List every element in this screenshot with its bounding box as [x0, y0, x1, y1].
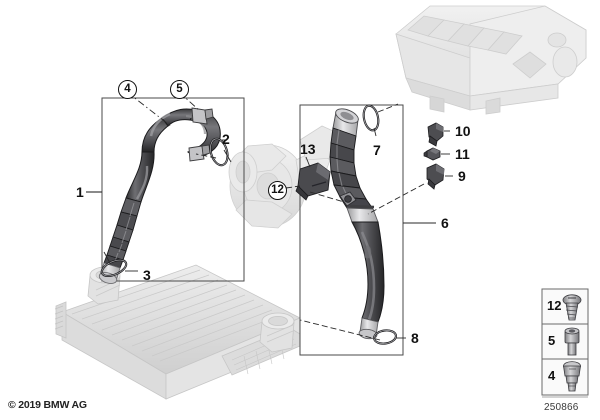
callout-8: 8	[411, 330, 419, 346]
sensor-bracket-lower	[426, 163, 445, 190]
o-ring-upper-left	[209, 137, 229, 167]
callout-3: 3	[143, 267, 151, 283]
legend-item-4-label: 4	[548, 368, 556, 383]
hose-mounting-bracket	[295, 162, 331, 201]
legend-box	[541, 288, 589, 396]
callout-9: 9	[458, 168, 466, 184]
callout-5: 5	[170, 80, 189, 99]
callout-6: 6	[441, 215, 449, 231]
hex-socket-head-bolt-icon	[564, 327, 580, 356]
charge-air-hose-left	[98, 107, 221, 284]
intake-manifold-ghost	[395, 5, 587, 115]
o-ring-lower-left	[100, 258, 128, 278]
callout-1: 1	[76, 184, 84, 200]
legend-item-12-label: 12	[547, 298, 562, 313]
sensor-bracket-upper	[427, 122, 444, 147]
frame-left	[101, 97, 245, 282]
pan-head-self-tapping-screw-icon	[562, 294, 582, 321]
legend-item-5-label: 5	[548, 333, 556, 348]
callout-4: 4	[118, 80, 137, 99]
intercooler-ghost	[54, 264, 301, 400]
copyright-notice: © 2019 BMW AG	[8, 399, 87, 411]
callout-7: 7	[373, 142, 381, 158]
callout-10: 10	[455, 123, 471, 139]
o-ring-lower-right	[373, 329, 397, 345]
callout-2: 2	[222, 131, 230, 147]
frame-right	[299, 104, 404, 356]
stepped-shoulder-bolt-icon	[563, 361, 581, 392]
callout-12: 12	[268, 181, 287, 200]
callout-11: 11	[455, 146, 470, 162]
callout-13: 13	[300, 141, 316, 157]
charge-air-hose-right	[329, 108, 385, 340]
retaining-clip	[423, 147, 441, 161]
o-ring-upper-right	[362, 104, 380, 132]
diagram-part-number: 250866	[544, 402, 579, 413]
